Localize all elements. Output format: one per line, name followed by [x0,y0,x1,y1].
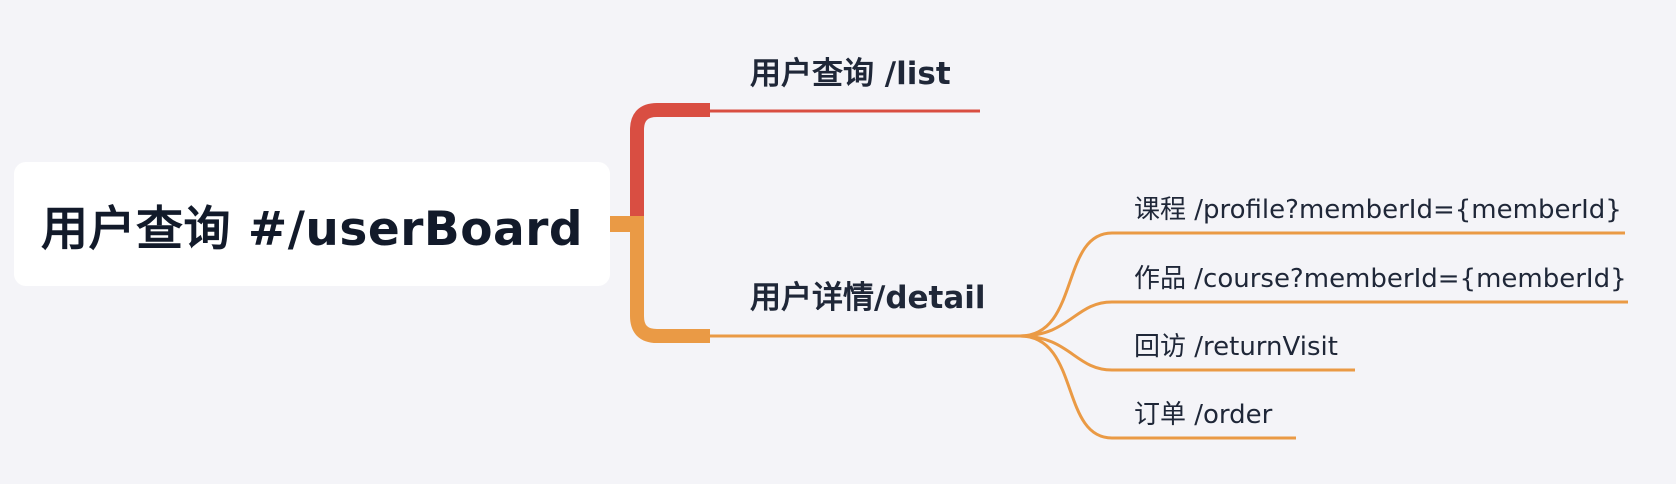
leaf-connector-returnvisit [1019,334,1355,372]
branch-node-list[interactable]: 用户查询 /list [750,56,951,92]
branch-connector-detail [630,216,710,343]
root-node[interactable]: 用户查询 #/userBoard [14,162,610,286]
leaf-connector-profile [1019,231,1625,338]
leaf-node-returnvisit[interactable]: 回访 /returnVisit [1134,332,1338,362]
root-node-label: 用户查询 #/userBoard [40,201,584,257]
leaf-connector-course [1019,300,1628,338]
branch-node-detail[interactable]: 用户详情/detail [750,280,986,316]
leaf-node-course[interactable]: 作品 /course?memberId={memberId} [1134,264,1627,294]
root-connector-stub [610,216,630,232]
leaf-connector-order [1019,334,1296,440]
branch-connector-list [630,103,710,216]
leaf-node-order[interactable]: 订单 /order [1134,400,1273,430]
leaf-node-profile[interactable]: 课程 /profile?memberId={memberId} [1134,195,1622,225]
